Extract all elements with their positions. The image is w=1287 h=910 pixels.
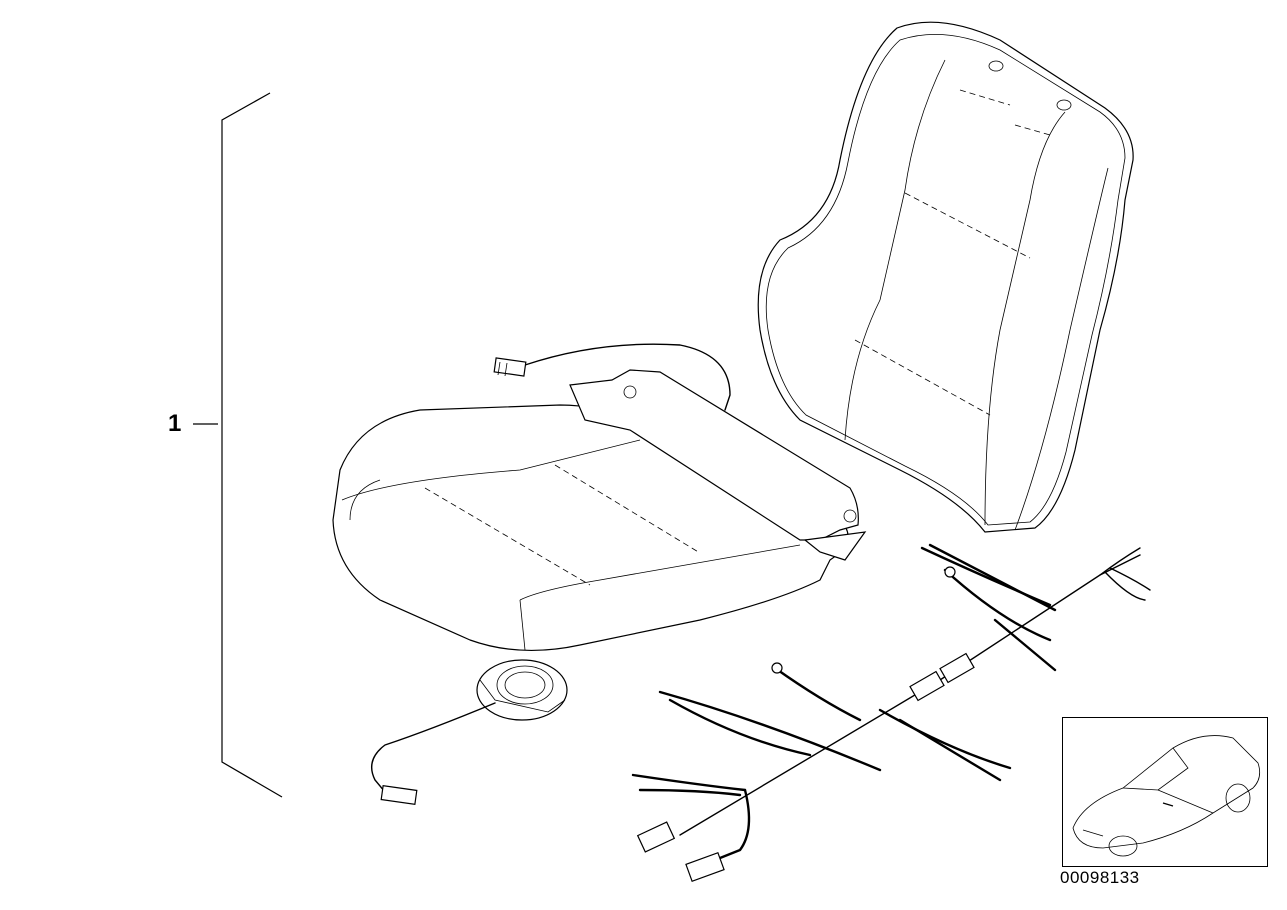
seat-heater-connector — [493, 343, 731, 411]
diagram-code: 00098133 — [1060, 868, 1140, 887]
seat-cushion — [332, 369, 867, 652]
backrest — [757, 21, 1134, 533]
part-callout-number: 1 — [168, 410, 182, 437]
car-icon — [1072, 735, 1261, 857]
wiring-harness — [631, 543, 1151, 883]
vehicle-thumbnail — [1062, 717, 1268, 867]
round-sensor-module — [371, 659, 568, 805]
group-bracket — [193, 92, 283, 798]
